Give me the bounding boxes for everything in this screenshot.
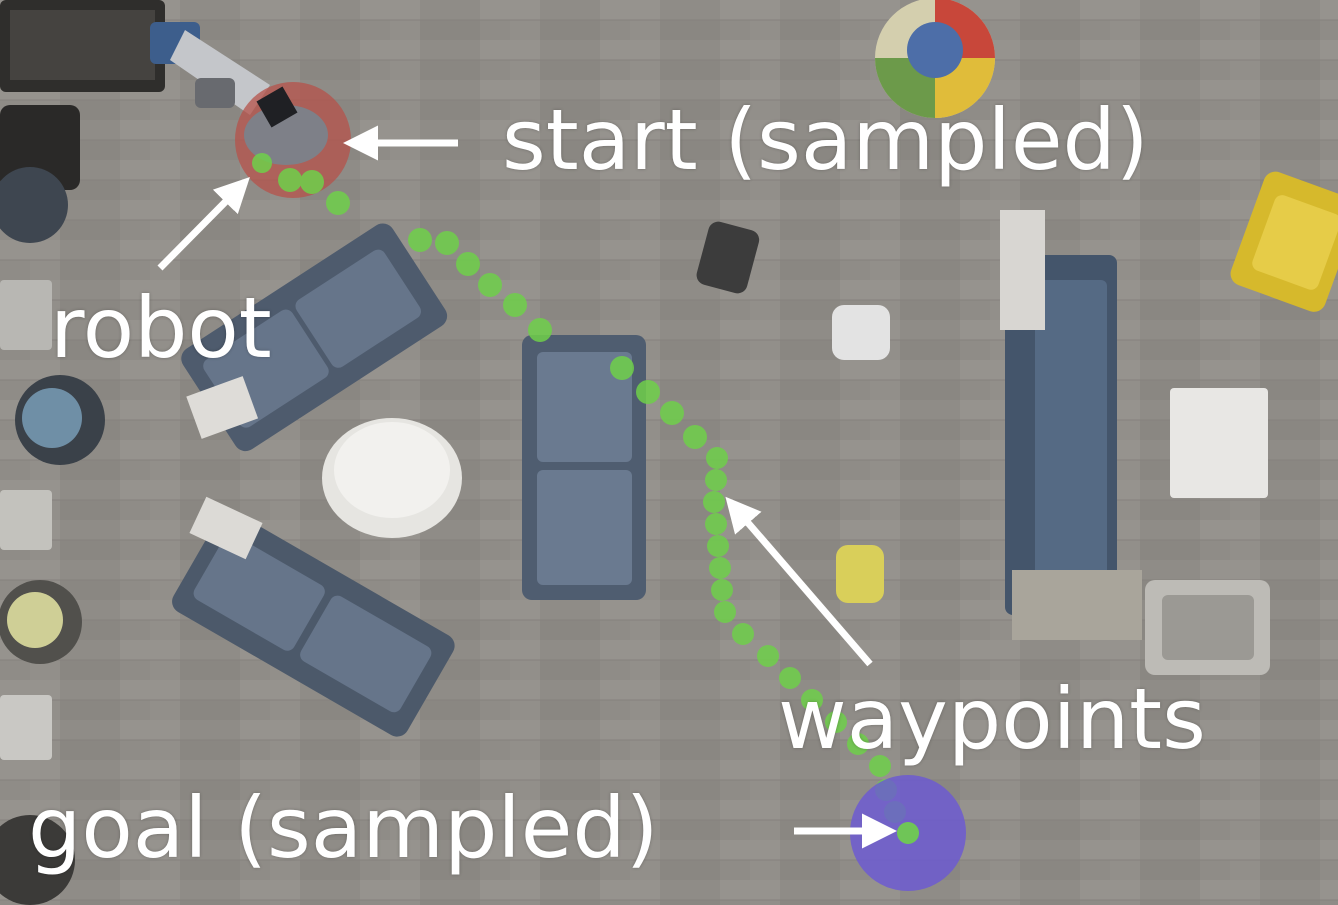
waypoints-label: waypoints	[778, 670, 1206, 768]
annotation-arrows	[157, 125, 897, 849]
sofa-lower-left	[172, 510, 455, 737]
robot-base	[244, 105, 328, 165]
sofa-right	[1000, 210, 1142, 640]
robot-arrow	[157, 177, 250, 271]
round-pouf-top	[875, 0, 995, 118]
waypoints-arrow	[725, 496, 873, 667]
armchair-yellow	[1230, 171, 1338, 312]
robot-arm	[150, 22, 270, 115]
stool-yellow	[836, 545, 884, 603]
sofa-center	[522, 335, 646, 600]
start-label: start (sampled)	[502, 91, 1149, 189]
left-edge-furniture	[0, 0, 165, 905]
robot-label: robot	[50, 279, 272, 377]
stool-white	[832, 305, 890, 360]
white-cube	[1170, 388, 1268, 498]
stool-dark	[696, 221, 760, 294]
goal-label: goal (sampled)	[28, 779, 659, 877]
